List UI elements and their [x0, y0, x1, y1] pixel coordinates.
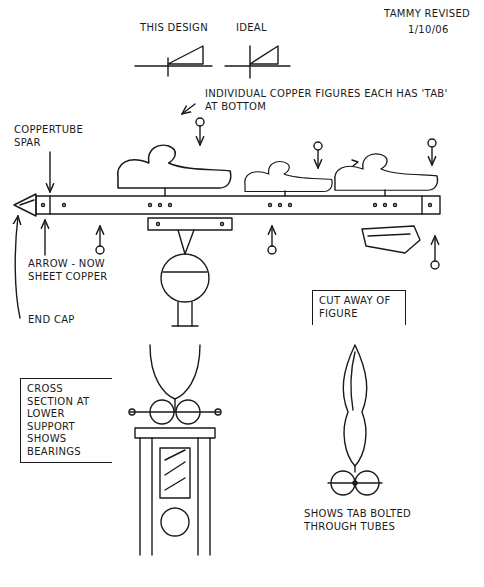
leader-line	[182, 104, 195, 114]
copper-figures	[118, 145, 438, 196]
annotation-label: SHOWS TAB BOLTED THROUGH TUBES	[304, 508, 420, 533]
leader-line	[15, 216, 20, 318]
box-text: CUT AWAY OF FIGURE	[319, 295, 399, 320]
end-cap-piece	[362, 226, 420, 253]
annotation-label: THIS DESIGN	[140, 22, 220, 35]
annotation-label: INDIVIDUAL COPPER FIGURES EACH HAS 'TAB'…	[205, 88, 455, 113]
annotation-label: TAMMY REVISED	[384, 8, 480, 21]
bracket-box: CROSS SECTION AT LOWER SUPPORT SHOWS BEA…	[20, 378, 112, 463]
annotation-label: COPPERTUBE SPAR	[14, 124, 104, 149]
annotation-label: IDEAL	[236, 22, 286, 35]
pin-symbols	[96, 118, 439, 269]
end-cap-piece	[368, 234, 410, 236]
lower-support	[148, 218, 232, 326]
annotation-label: 1/10/06	[408, 24, 468, 37]
ideal-symbol	[225, 46, 290, 78]
copper-tube-spar	[14, 194, 440, 216]
leader-line	[44, 220, 45, 255]
box-text: CROSS SECTION AT LOWER SUPPORT SHOWS BEA…	[27, 383, 106, 458]
annotation-label: END CAP	[28, 314, 98, 327]
cut-away-drawing	[328, 345, 382, 495]
leader-line	[49, 152, 50, 192]
cross-section-drawing	[129, 345, 221, 555]
design-symbol	[135, 46, 212, 76]
bracket-box: CUT AWAY OF FIGURE	[312, 290, 406, 325]
annotation-label: ARROW - NOW SHEET COPPER	[28, 258, 108, 283]
